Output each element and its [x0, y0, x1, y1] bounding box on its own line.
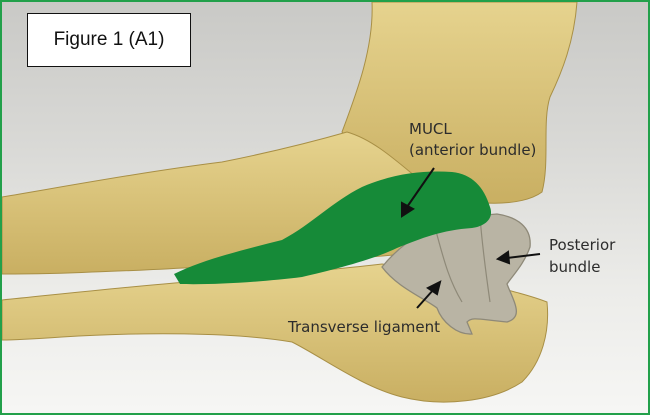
posterior-label-line2: bundle: [549, 258, 600, 277]
transverse-ligament-label: Transverse ligament: [288, 318, 440, 337]
posterior-label-line1: Posterior: [549, 236, 615, 255]
figure-label: Figure 1 (A1): [27, 13, 191, 67]
mucl-label-line2: (anterior bundle): [409, 141, 536, 160]
mucl-label-line1: MUCL: [409, 120, 452, 139]
